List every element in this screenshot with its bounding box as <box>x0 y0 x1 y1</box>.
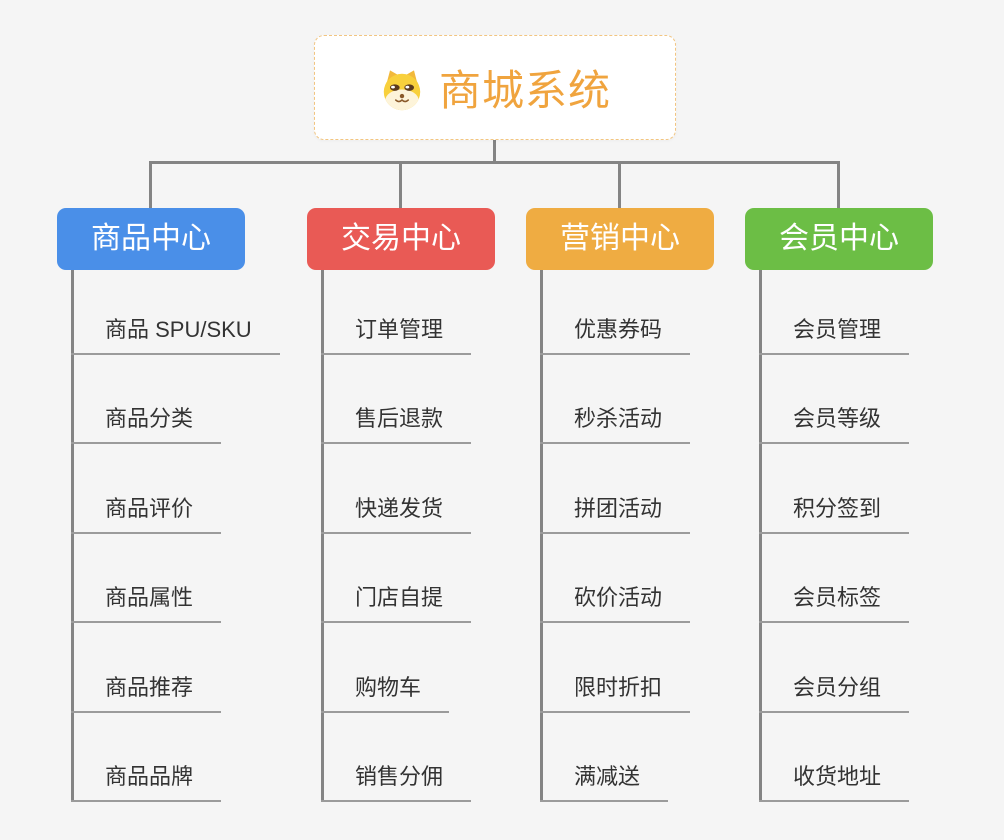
child-node[interactable]: 商品品牌 <box>71 762 222 802</box>
connector-drop <box>837 161 840 208</box>
connector-trunk-trade <box>321 270 324 802</box>
child-node[interactable]: 拼团活动 <box>540 494 691 534</box>
child-node[interactable]: 商品 SPU/SKU <box>71 315 280 355</box>
child-node[interactable]: 商品分类 <box>71 404 222 444</box>
child-node[interactable]: 会员分组 <box>759 673 910 713</box>
child-node[interactable]: 会员标签 <box>759 583 910 623</box>
child-node[interactable]: 限时折扣 <box>540 673 691 713</box>
child-node[interactable]: 秒杀活动 <box>540 404 691 444</box>
child-node[interactable]: 购物车 <box>321 673 450 713</box>
connector-drop <box>399 161 402 208</box>
root-title: 商城系统 <box>438 67 611 114</box>
dog-face-icon <box>379 67 425 113</box>
branch-marketing-center[interactable]: 营销中心 <box>526 208 714 270</box>
child-node[interactable]: 快递发货 <box>321 494 472 534</box>
child-node[interactable]: 收货地址 <box>759 762 910 802</box>
child-node[interactable]: 积分签到 <box>759 494 910 534</box>
child-node[interactable]: 满减送 <box>540 762 669 802</box>
child-node[interactable]: 门店自提 <box>321 583 472 623</box>
connector-drop <box>149 161 152 208</box>
branch-product-center[interactable]: 商品中心 <box>57 208 245 270</box>
branch-member-center[interactable]: 会员中心 <box>745 208 933 270</box>
child-node[interactable]: 会员管理 <box>759 315 910 355</box>
child-node[interactable]: 销售分佣 <box>321 762 472 802</box>
child-node[interactable]: 商品评价 <box>71 494 222 534</box>
branch-trade-center[interactable]: 交易中心 <box>307 208 495 270</box>
connector-root-stem <box>493 140 496 164</box>
child-node[interactable]: 商品属性 <box>71 583 222 623</box>
child-node[interactable]: 订单管理 <box>321 315 472 355</box>
root-node[interactable]: 商城系统 <box>314 35 676 140</box>
connector-trunk-product <box>71 270 74 802</box>
connector-bus <box>149 161 840 164</box>
child-node[interactable]: 会员等级 <box>759 404 910 444</box>
child-node[interactable]: 售后退款 <box>321 404 472 444</box>
connector-drop <box>618 161 621 208</box>
connector-trunk-marketing <box>540 270 543 802</box>
connector-trunk-member <box>759 270 762 802</box>
child-node[interactable]: 砍价活动 <box>540 583 691 623</box>
child-node[interactable]: 商品推荐 <box>71 673 222 713</box>
child-node[interactable]: 优惠券码 <box>540 315 691 355</box>
